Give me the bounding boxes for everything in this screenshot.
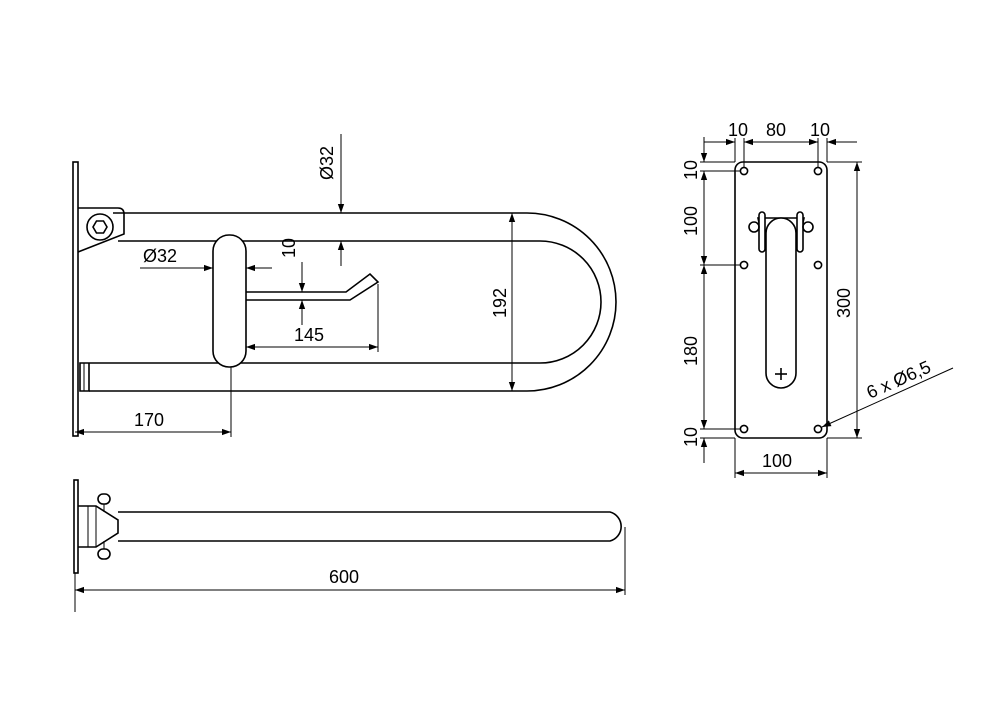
cross-mark-icon [775, 368, 787, 380]
dim-wall-offset: 170 [134, 410, 164, 430]
mount-hole [739, 424, 749, 434]
dim-plate-hole-spacing: 80 [766, 120, 786, 140]
dim-tube-diameter-top: Ø32 [317, 146, 337, 180]
dim-plate-height: 300 [834, 288, 854, 318]
dim-plate-edge-left: 10 [728, 120, 748, 140]
bar-end-cap [79, 362, 90, 392]
dim-plate-bottom-edge: 10 [681, 427, 701, 447]
mount-hole [813, 424, 823, 434]
mount-hole [813, 166, 823, 176]
roll-holder-arm [246, 272, 380, 301]
side-view: 600 [73, 479, 626, 612]
dim-plate-width: 100 [762, 451, 792, 471]
dim-plate-top-edge: 10 [681, 160, 701, 180]
dim-overall-length: 600 [329, 567, 359, 587]
dim-gap-10: 10 [279, 238, 299, 258]
mount-hole [739, 166, 749, 176]
side-wall-plate [73, 479, 79, 574]
dim-plate-vertical-100: 100 [681, 206, 701, 236]
side-hinge [78, 505, 119, 548]
wall-plate-edge [72, 161, 79, 437]
dim-plate-edge-right: 10 [810, 120, 830, 140]
dim-height-192: 192 [490, 288, 510, 318]
hinge-bracket [77, 207, 125, 253]
grab-bar-inner [89, 240, 602, 364]
wall-plate-view: 10 80 10 10 100 180 10 300 100 6 x Ø6,5 [681, 120, 954, 478]
grab-bar-outer [89, 212, 617, 392]
dim-tube-diameter-side: Ø32 [143, 246, 177, 266]
dim-holes: 6 x Ø6,5 [863, 357, 933, 403]
mount-hole [739, 260, 749, 270]
side-bar [118, 511, 622, 542]
dim-plate-vertical-180: 180 [681, 336, 701, 366]
mount-hole [813, 260, 823, 270]
hex-bolt-icon [86, 213, 114, 241]
plate-folded-bar [765, 217, 797, 389]
plate-outline [734, 161, 828, 439]
dim-holder-length: 145 [294, 325, 324, 345]
holder-sleeve [212, 234, 247, 368]
top-view: Ø32 10 Ø32 145 192 170 [72, 134, 617, 437]
